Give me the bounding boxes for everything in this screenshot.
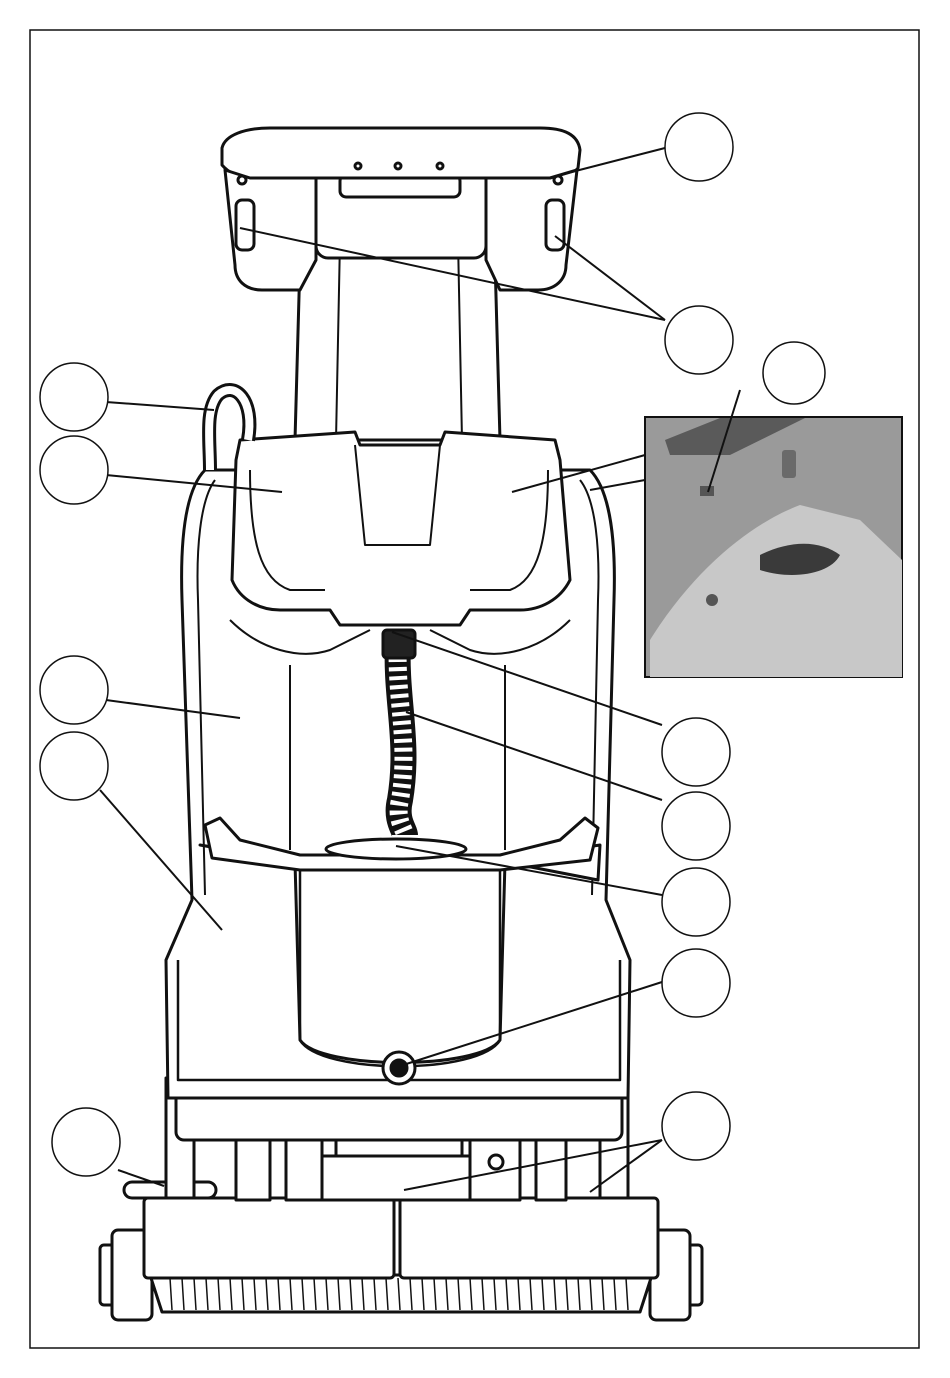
callout-1 xyxy=(665,113,733,181)
callout-6 xyxy=(40,656,108,724)
callout-9 xyxy=(662,792,730,860)
inset-detail xyxy=(645,417,902,677)
callout-7 xyxy=(40,732,108,800)
callout-11 xyxy=(662,949,730,1017)
control-housing xyxy=(232,432,570,625)
brush-deck xyxy=(100,1182,702,1320)
callout-8 xyxy=(662,718,730,786)
callout-13 xyxy=(52,1108,120,1176)
callout-5 xyxy=(40,436,108,504)
callout-4 xyxy=(40,363,108,431)
machine-drawing xyxy=(100,128,702,1320)
callout-3 xyxy=(763,342,825,404)
callout-12 xyxy=(662,1092,730,1160)
callout-10 xyxy=(662,868,730,936)
callout-2 xyxy=(665,306,733,374)
